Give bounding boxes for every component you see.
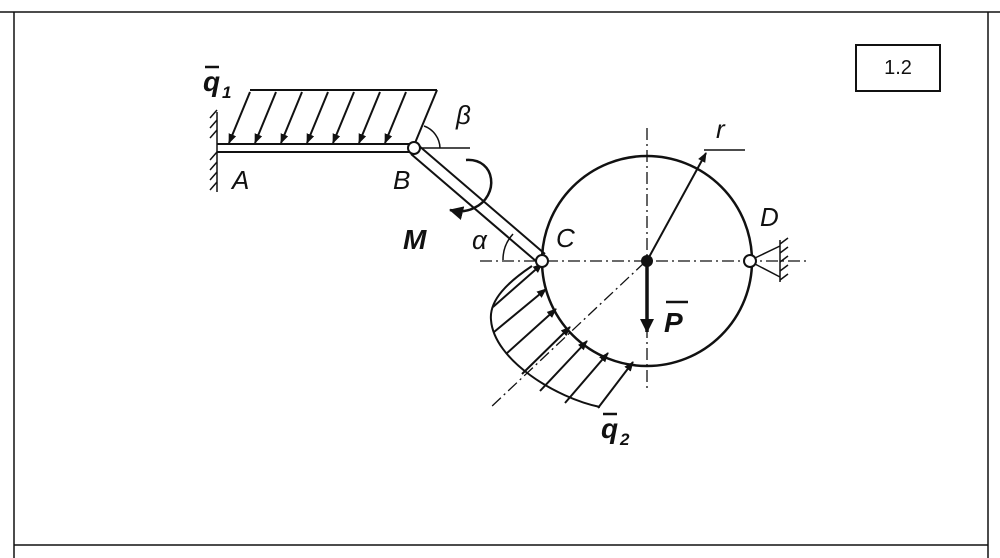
label-alpha: α — [472, 225, 488, 255]
hinge-b — [407, 141, 421, 155]
label-d: D — [760, 202, 779, 232]
svg-text:1: 1 — [222, 83, 231, 102]
beta-angle — [415, 125, 470, 149]
label-m: M — [403, 224, 427, 255]
svg-text:q: q — [601, 413, 618, 444]
svg-text:P: P — [664, 307, 683, 338]
distributed-load-q2 — [489, 263, 634, 409]
label-a: A — [230, 165, 249, 195]
label-p: P — [664, 300, 688, 338]
figure-number-badge: 1.2 — [855, 44, 941, 92]
weight-p — [640, 255, 654, 333]
label-r: r — [716, 114, 726, 144]
hinge-c — [535, 254, 549, 268]
label-b: B — [393, 165, 410, 195]
label-q1: q 1 — [203, 65, 231, 102]
pin-support-d — [754, 237, 789, 282]
label-q2: q 2 — [601, 412, 630, 449]
label-c: C — [556, 223, 575, 253]
label-beta: β — [455, 100, 471, 130]
wall-support-a — [209, 109, 218, 192]
page-frame — [0, 11, 1000, 558]
alpha-angle — [502, 233, 514, 261]
radius-r — [647, 149, 745, 260]
svg-text:q: q — [203, 66, 220, 97]
moment-m-arrow — [449, 158, 493, 220]
beam-ab — [217, 143, 412, 153]
distributed-load-q1 — [228, 89, 438, 144]
hinge-d — [743, 254, 757, 268]
svg-text:2: 2 — [619, 430, 630, 449]
